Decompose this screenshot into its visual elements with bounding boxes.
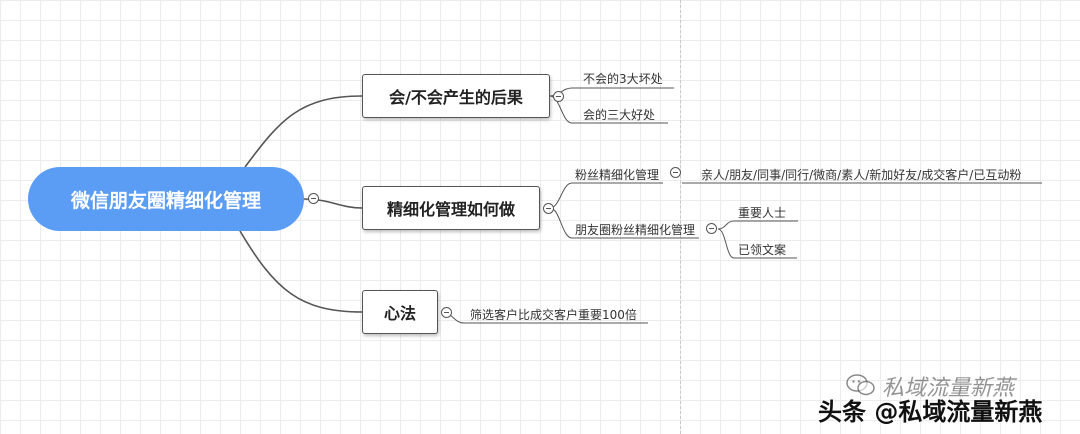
leaf-filter-customers[interactable]: 筛选客户比成交客户重要100倍 bbox=[470, 308, 637, 322]
watermark-small: 私域流量新燕 bbox=[882, 376, 1015, 401]
watermark-big: 头条 @私域流量新燕 bbox=[818, 398, 1043, 426]
leaf-moments-management[interactable]: 朋友圈粉丝精细化管理 bbox=[575, 223, 696, 237]
branch-label: 会/不会产生的后果 bbox=[389, 88, 523, 107]
branch-consequences[interactable]: 会/不会产生的后果 bbox=[362, 74, 550, 118]
link-consequences-good bbox=[549, 95, 668, 124]
root-label: 微信朋友圈精细化管理 bbox=[70, 189, 261, 212]
leaf-fan-management[interactable]: 粉丝精细化管理 bbox=[575, 168, 660, 182]
branch-howto[interactable]: 精细化管理如何做 bbox=[362, 186, 540, 230]
link-moments-copy bbox=[717, 228, 797, 259]
branch-label: 心法 bbox=[383, 304, 416, 323]
link-consequences-bad bbox=[549, 87, 674, 97]
link-howto-fans bbox=[549, 182, 663, 209]
branch-mindset[interactable]: 心法 bbox=[362, 290, 438, 334]
collapse-icon[interactable] bbox=[553, 91, 564, 102]
collapse-icon[interactable] bbox=[543, 203, 554, 214]
leaf-good-effects[interactable]: 会的三大好处 bbox=[583, 108, 656, 122]
wechat-icon bbox=[846, 374, 875, 396]
leaf-fan-groups[interactable]: 亲人/朋友/同事/同行/微商/素人/新加好友/成交客户/已互动粉 bbox=[701, 168, 1022, 182]
collapse-icon[interactable] bbox=[670, 167, 681, 178]
collapse-icon[interactable] bbox=[308, 193, 319, 204]
branch-label: 精细化管理如何做 bbox=[386, 200, 515, 219]
collapse-icon[interactable] bbox=[706, 223, 717, 234]
leaf-received-copy[interactable]: 已领文案 bbox=[738, 243, 787, 257]
link-root-consequences bbox=[244, 95, 363, 168]
root-node[interactable]: 微信朋友圈精细化管理 bbox=[28, 167, 304, 231]
leaf-important-people[interactable]: 重要人士 bbox=[738, 206, 787, 220]
leaf-bad-effects[interactable]: 不会的3大坏处 bbox=[583, 72, 663, 86]
page-boundary-line bbox=[680, 0, 681, 434]
link-moments-important bbox=[717, 220, 798, 230]
link-root-mindset bbox=[239, 230, 363, 313]
collapse-icon[interactable] bbox=[441, 307, 452, 318]
